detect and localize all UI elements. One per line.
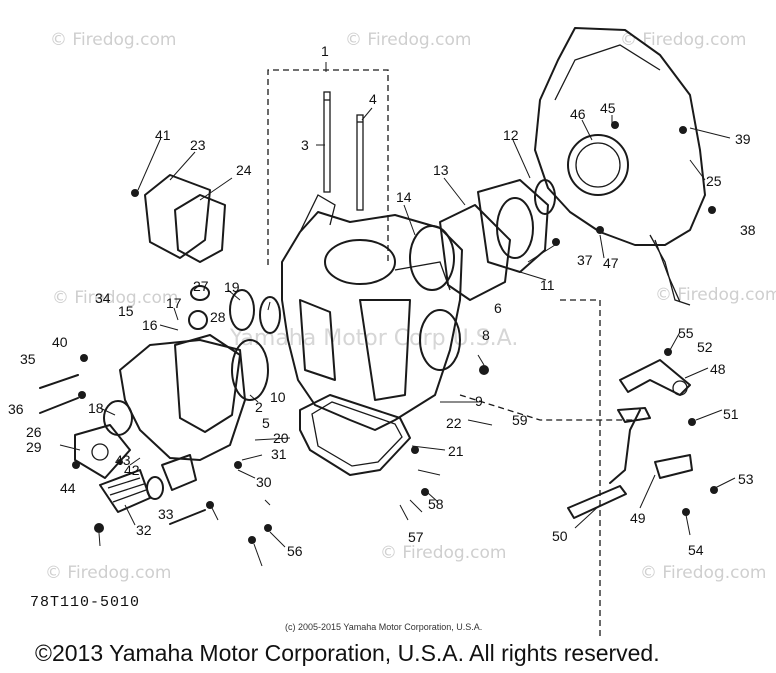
callout-17: 17 xyxy=(166,295,182,311)
callout-58: 58 xyxy=(428,496,444,512)
head-cover xyxy=(144,174,226,263)
callout-11: 11 xyxy=(540,277,555,293)
overlay-text: Yamaha Motor Corp U.S.A. xyxy=(229,326,518,351)
callout-47: 47 xyxy=(603,255,619,271)
crankcase xyxy=(281,194,463,431)
seal-and-cover xyxy=(74,400,197,513)
watermark: © Firedog.com xyxy=(50,30,176,50)
callout-22: 22 xyxy=(446,415,462,431)
callout-45: 45 xyxy=(600,100,616,116)
stud-bolts xyxy=(323,91,364,211)
callout-20: 20 xyxy=(273,430,289,446)
callout-51: 51 xyxy=(723,406,739,422)
callout-32: 32 xyxy=(136,522,152,538)
governor-arm xyxy=(619,359,693,479)
callout-27: 27 xyxy=(193,278,209,294)
callout-36: 36 xyxy=(8,401,24,417)
oil-pan xyxy=(299,394,411,476)
long-bolts xyxy=(39,374,651,525)
callout-38: 38 xyxy=(740,222,756,238)
left-cover-assembly xyxy=(119,285,281,461)
callout-18: 18 xyxy=(88,400,104,416)
callout-49: 49 xyxy=(630,510,646,526)
callout-34: 34 xyxy=(95,290,111,306)
callout-55: 55 xyxy=(678,325,694,341)
callout-53: 53 xyxy=(738,471,754,487)
watermark: © Firedog.com xyxy=(52,288,178,308)
callout-28: 28 xyxy=(210,309,226,325)
callout-1: 1 xyxy=(321,43,329,59)
copyright-notice: ©2013 Yamaha Motor Corporation, U.S.A. A… xyxy=(35,640,660,666)
callout-31: 31 xyxy=(271,446,287,462)
assembly-bracket xyxy=(267,62,640,640)
watermark: © Firedog.com xyxy=(640,563,766,583)
callout-4: 4 xyxy=(369,91,377,107)
callout-39: 39 xyxy=(735,131,751,147)
callout-24: 24 xyxy=(236,162,252,178)
callout-3: 3 xyxy=(301,137,309,153)
source-line: (c) 2005-2015 Yamaha Motor Corporation, … xyxy=(285,622,483,632)
callout-16: 16 xyxy=(142,317,158,333)
callout-13: 13 xyxy=(433,162,449,178)
watermark: © Firedog.com xyxy=(620,30,746,50)
callout-33: 33 xyxy=(158,506,174,522)
callout-48: 48 xyxy=(710,361,726,377)
callout-5: 5 xyxy=(262,415,270,431)
callout-54: 54 xyxy=(688,542,704,558)
callout-26: 26 xyxy=(26,424,42,440)
callout-labels: 1 2 3 4 5 6 8 9 10 11 12 13 14 15 16 17 … xyxy=(8,43,756,559)
watermark: © Firedog.com xyxy=(380,543,506,563)
diagram-code: 78T110-5010 xyxy=(30,594,141,611)
watermark: © Firedog.com xyxy=(655,285,776,305)
callout-44: 44 xyxy=(60,480,76,496)
callout-9: 9 xyxy=(475,393,483,409)
callout-23: 23 xyxy=(190,137,206,153)
watermark: © Firedog.com xyxy=(45,563,171,583)
callout-25: 25 xyxy=(706,173,722,189)
callout-57: 57 xyxy=(408,529,424,545)
callout-59: 59 xyxy=(512,412,528,428)
side-covers xyxy=(409,179,556,301)
callout-40: 40 xyxy=(52,334,68,350)
callout-41: 41 xyxy=(155,127,171,143)
watermark-layer: © Firedog.com © Firedog.com © Firedog.co… xyxy=(45,30,776,583)
watermark: © Firedog.com xyxy=(345,30,471,50)
callout-35: 35 xyxy=(20,351,36,367)
callout-29: 29 xyxy=(26,439,42,455)
callout-19: 19 xyxy=(224,279,240,295)
callout-12: 12 xyxy=(503,127,519,143)
callout-14: 14 xyxy=(396,189,412,205)
leader-lines xyxy=(59,107,736,567)
callout-46: 46 xyxy=(570,106,586,122)
fasteners xyxy=(72,121,718,544)
callout-56: 56 xyxy=(287,543,303,559)
callout-15: 15 xyxy=(118,303,134,319)
callout-8: 8 xyxy=(482,327,490,343)
callout-6: 6 xyxy=(494,300,502,316)
callout-2: 2 xyxy=(255,399,263,415)
callout-21: 21 xyxy=(448,443,464,459)
callout-30: 30 xyxy=(256,474,272,490)
callout-10: 10 xyxy=(270,389,286,405)
fan-housing xyxy=(534,27,706,306)
callout-42: 42 xyxy=(124,462,140,478)
callout-52: 52 xyxy=(697,339,713,355)
callout-50: 50 xyxy=(552,528,568,544)
callout-43: 43 xyxy=(115,452,131,468)
callout-37: 37 xyxy=(577,252,593,268)
